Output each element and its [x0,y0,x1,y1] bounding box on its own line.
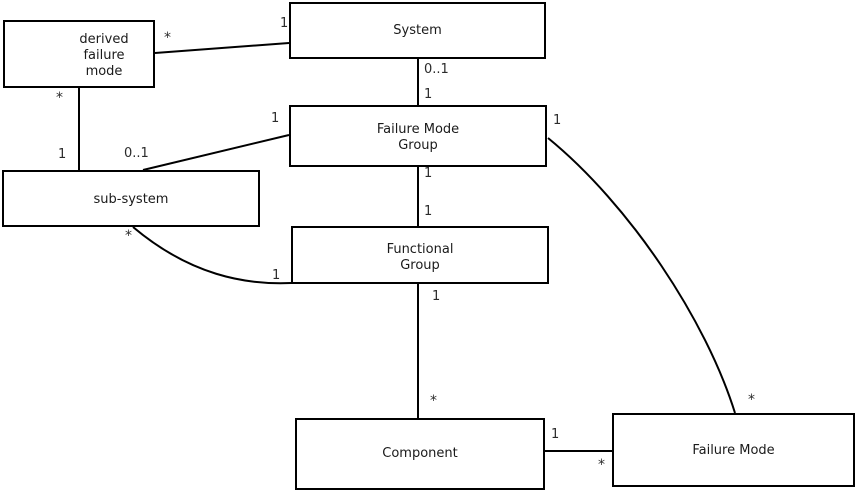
multiplicity-label: 1 [272,268,281,283]
multiplicity-label: 1 [551,427,560,442]
multiplicity-label: 1 [424,166,433,181]
association-edge [132,226,292,285]
class-box-component[interactable]: Component [295,418,545,490]
class-box-label: sub-system [93,192,169,207]
multiplicity-label: * [598,457,605,473]
multiplicity-label: * [164,30,171,46]
class-box-label: Component [382,446,458,461]
class-box-failure-mode[interactable]: Failure Mode [612,413,855,487]
multiplicity-label: 0..1 [424,62,449,77]
class-box-label: Failure Mode [692,443,775,458]
association-edge [154,42,290,54]
class-box-system[interactable]: System [289,2,546,59]
class-box-derived-failure-mode[interactable]: derived failure mode [3,20,155,88]
multiplicity-label: 1 [271,111,280,126]
multiplicity-label: 0..1 [124,146,149,161]
association-edge [547,137,736,414]
multiplicity-label: * [125,228,132,244]
multiplicity-label: 1 [280,16,289,31]
class-box-sub-system[interactable]: sub-system [2,170,260,227]
multiplicity-label: 1 [58,147,67,162]
class-box-label: Functional Group [386,242,454,273]
multiplicity-label: * [748,392,755,408]
multiplicity-label: * [56,90,63,106]
multiplicity-label: 1 [424,87,433,102]
class-box-label: Failure Mode Group [376,122,460,153]
class-box-label: derived failure mode [79,32,129,79]
multiplicity-label: * [430,393,437,409]
class-box-failure-mode-group[interactable]: Failure Mode Group [289,105,547,167]
multiplicity-label: 1 [432,289,441,304]
class-box-functional-group[interactable]: Functional Group [291,226,549,284]
multiplicity-label: 1 [553,113,562,128]
multiplicity-label: 1 [424,204,433,219]
class-box-label: System [393,23,442,38]
association-edge [142,134,290,171]
